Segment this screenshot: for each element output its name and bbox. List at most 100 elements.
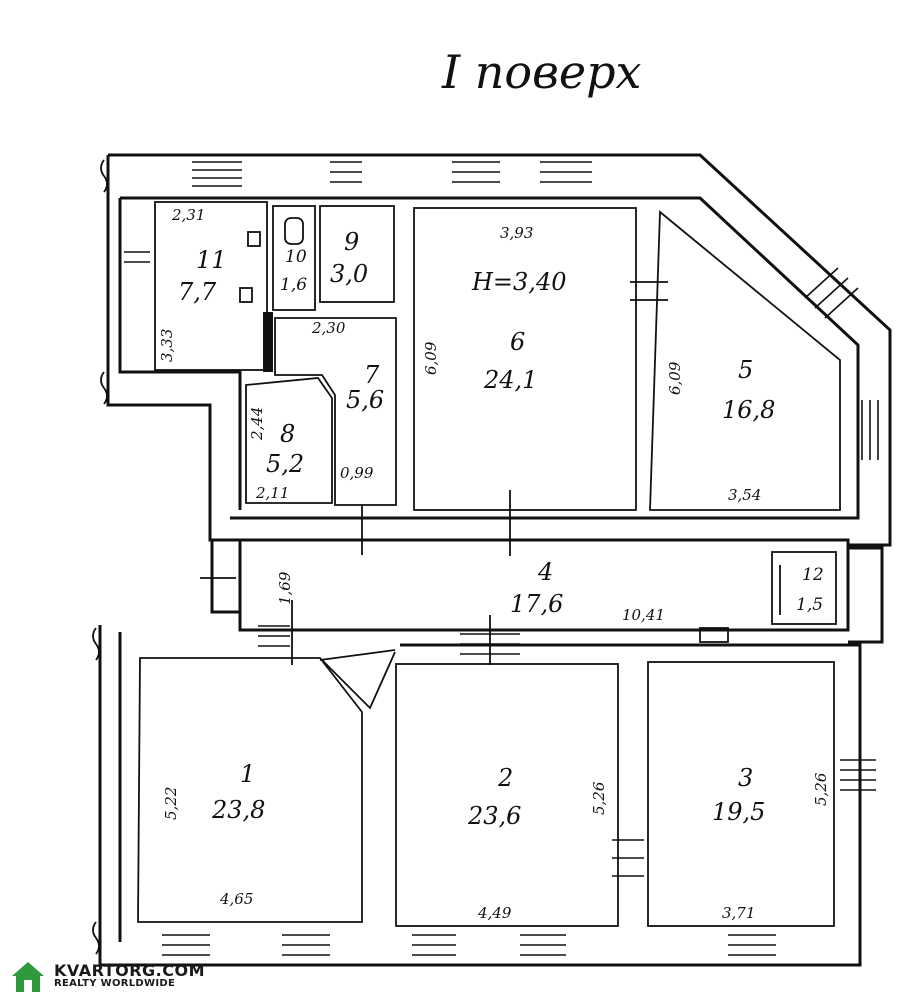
room-3-number: 3 [738, 764, 753, 792]
window-corridor [258, 625, 290, 647]
room-6-outline [413, 207, 637, 511]
inner-wall-top [120, 196, 860, 520]
room-6-number: 6 [510, 328, 525, 356]
window-corridor-2 [460, 633, 520, 655]
corridor-right-wall [848, 546, 884, 644]
dim-244: 2,44 [248, 407, 266, 441]
dim-449: 4,49 [477, 904, 512, 922]
outer-wall-top [108, 153, 892, 547]
dim-1041: 10,41 [622, 606, 665, 624]
room-9-area: 3,0 [330, 260, 368, 288]
room-4-area: 17,6 [510, 590, 563, 618]
window-top-2 [330, 161, 362, 183]
window-right-2 [840, 759, 876, 791]
fixture-11a [247, 231, 261, 247]
dim-393: 3,93 [500, 224, 533, 242]
window-top-3 [452, 161, 500, 183]
room-3-area: 19,5 [712, 798, 765, 826]
door-swing-1 [319, 649, 396, 661]
room-5-area: 16,8 [722, 396, 775, 424]
window-bottom-2 [282, 934, 330, 956]
room-outlines [137, 201, 841, 927]
fixture-11b [239, 287, 253, 303]
watermark: KVARTORG.COM REALTY WORLDWIDE [8, 958, 205, 994]
room-10-outline [272, 205, 316, 311]
break-line-mid [100, 371, 108, 405]
room-11-area: 7,7 [178, 278, 217, 306]
partitions [239, 217, 729, 710]
dim-230: 2,30 [311, 319, 346, 337]
room-11-number: 11 [196, 246, 227, 274]
window-top-4 [540, 161, 592, 183]
room-11-outline [154, 201, 268, 371]
room-8-outline [245, 377, 333, 504]
window-diagonal [804, 267, 859, 319]
break-line-bottom [92, 921, 100, 955]
room-6-area: 24,1 [483, 366, 537, 394]
room-9-outline [319, 205, 395, 303]
watermark-text: KVARTORG.COM REALTY WORLDWIDE [54, 963, 205, 989]
room-4-number: 4 [537, 558, 553, 586]
ceiling-height: H=3,40 [471, 268, 566, 296]
window-bottom-3 [412, 934, 456, 956]
room-7-outline [274, 317, 397, 506]
dim-609-room5: 6,09 [666, 361, 684, 395]
house-logo-icon [12, 962, 44, 992]
room-12-area: 1,5 [796, 595, 823, 615]
outer-walls [98, 153, 892, 967]
room-8-number: 8 [280, 420, 295, 448]
floor-title: I поверх [441, 45, 642, 99]
corridor-niche [699, 627, 729, 643]
partition-11-7 [263, 312, 273, 372]
window-bottom-5 [728, 934, 776, 956]
room-5-number: 5 [738, 356, 753, 384]
dim-354: 3,54 [728, 486, 761, 504]
windows [124, 161, 879, 956]
room-8-area: 5,2 [266, 450, 304, 478]
window-lower-right [612, 839, 644, 877]
dimension-labels: 3,93 6,09 6,09 3,54 2,31 3,33 2,30 2,44 … [158, 206, 830, 922]
corridor-walls [238, 538, 850, 632]
dim-522: 5,22 [162, 787, 180, 820]
room-1-area: 23,8 [211, 796, 265, 824]
corridor-left-wall [210, 540, 240, 614]
window-top-1 [192, 161, 242, 187]
watermark-line1: KVARTORG.COM [54, 961, 205, 980]
room-12-number: 12 [802, 565, 824, 585]
outer-wall-left-upper [106, 155, 240, 542]
inner-wall-left-upper [118, 198, 242, 510]
break-line-top [100, 159, 108, 193]
dim-465: 4,65 [219, 890, 253, 908]
dim-371: 3,71 [722, 904, 755, 922]
room-1-number: 1 [240, 760, 255, 788]
room-7-number: 7 [364, 361, 380, 389]
window-bottom-1 [162, 934, 210, 956]
room-10-number: 10 [285, 247, 307, 267]
watermark-line2: REALTY WORLDWIDE [54, 978, 176, 989]
dim-609-room6: 6,09 [422, 341, 440, 375]
room-7-area: 5,6 [346, 386, 384, 414]
room-3-outline [647, 661, 835, 927]
room-12-outline [771, 551, 837, 625]
room-2-number: 2 [497, 764, 513, 792]
dim-333: 3,33 [158, 329, 176, 362]
outer-wall-bottom [98, 625, 862, 967]
dim-211: 2,11 [255, 484, 289, 502]
room-9-number: 9 [344, 228, 359, 256]
dim-099: 0,99 [340, 464, 374, 482]
room-labels: 11 7,7 10 1,6 9 3,0 7 5,6 8 5,2 6 24,1 H… [178, 228, 824, 830]
dim-526-room2: 5,26 [590, 781, 608, 815]
dim-231: 2,31 [171, 206, 205, 224]
room-2-outline [395, 663, 619, 927]
dim-169: 1,69 [276, 571, 294, 605]
room-10-area: 1,6 [280, 275, 307, 295]
doors [160, 281, 781, 665]
window-right-1 [861, 400, 879, 460]
stair-wedge [321, 651, 396, 710]
window-left [124, 251, 150, 263]
room-1-outline [137, 657, 363, 923]
dim-526-room3: 5,26 [812, 772, 830, 806]
break-line-lower [92, 627, 100, 661]
